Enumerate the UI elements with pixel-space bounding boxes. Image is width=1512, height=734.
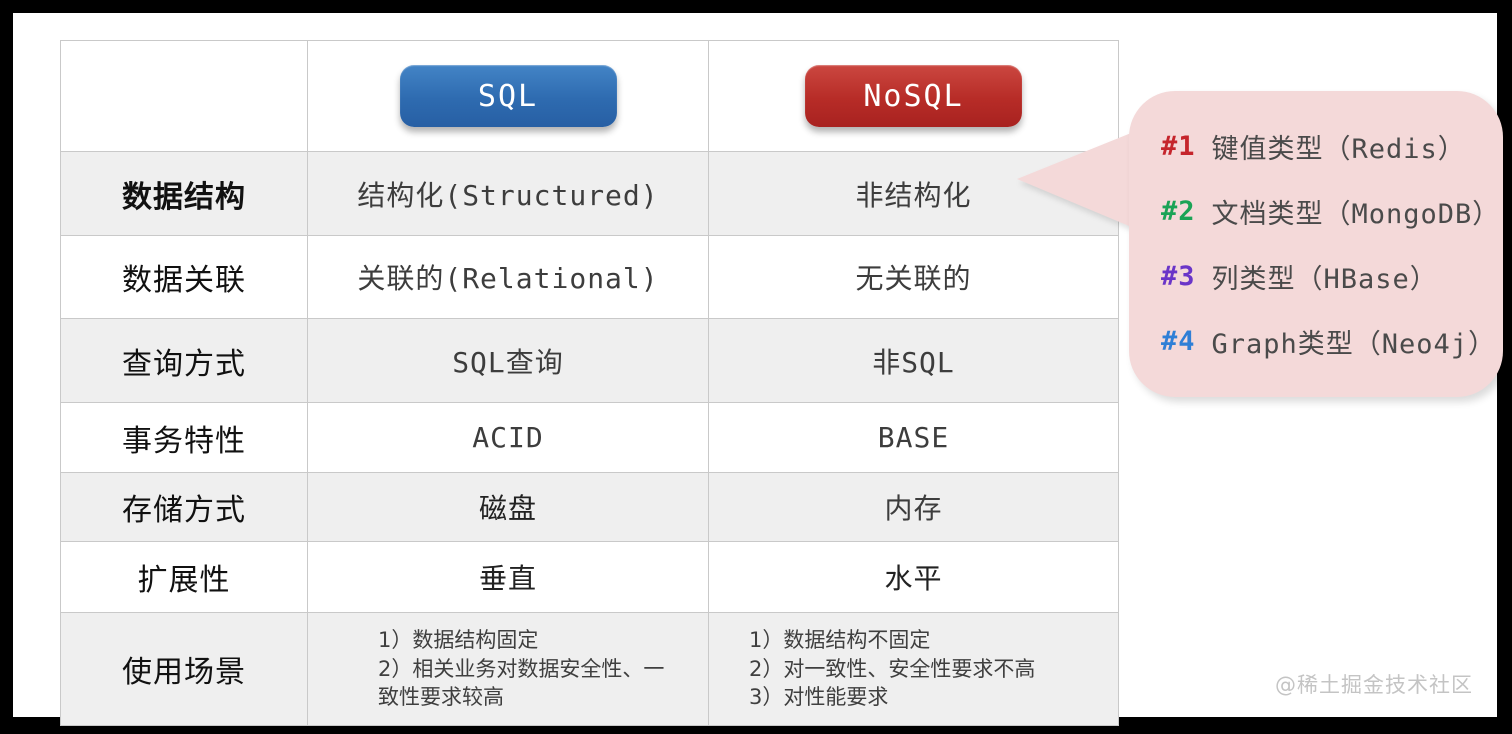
sql-value: 垂直 bbox=[307, 542, 708, 612]
watermark: @稀土掘金技术社区 bbox=[1275, 673, 1473, 697]
callout-tag: #2 bbox=[1161, 196, 1196, 227]
callout-text: 列类型（HBase） bbox=[1211, 264, 1438, 295]
row-label: 扩展性 bbox=[137, 563, 231, 598]
table-row-query-method: 查询方式 SQL查询 非SQL bbox=[61, 318, 1118, 402]
callout-tag: #3 bbox=[1161, 261, 1196, 292]
sql-value: 磁盘 bbox=[307, 473, 708, 541]
table-row-storage: 存储方式 磁盘 内存 bbox=[61, 472, 1118, 541]
row-label: 使用场景 bbox=[122, 655, 246, 690]
header-empty-cell bbox=[61, 41, 307, 151]
sql-pill-label: SQL bbox=[477, 78, 539, 114]
nosql-value: BASE bbox=[708, 403, 1118, 472]
table-row-use-cases: 使用场景 1）数据结构固定 2）相关业务对数据安全性、一致性要求较高 1）数据结… bbox=[61, 612, 1118, 725]
row-label: 查询方式 bbox=[122, 346, 246, 382]
sql-value: 结构化(Structured) bbox=[307, 152, 708, 235]
nosql-value: 无关联的 bbox=[708, 236, 1118, 318]
callout-tag: #4 bbox=[1161, 326, 1196, 357]
table-row-data-relation: 数据关联 关联的(Relational) 无关联的 bbox=[61, 235, 1118, 318]
table-row-data-structure: 数据结构 结构化(Structured) 非结构化 bbox=[61, 151, 1118, 235]
callout-text: 文档类型（MongoDB） bbox=[1211, 199, 1501, 230]
sql-pill: SQL bbox=[399, 65, 617, 127]
content-area: SQL NoSQL 数据结构 结构化(Structured) 非结构化 数据关联… bbox=[13, 13, 1503, 726]
nosql-value: 内存 bbox=[708, 473, 1118, 541]
callout-item-graph: #4 Graph类型（Neo4j） bbox=[1161, 322, 1503, 361]
callout-item-column: #3 列类型（HBase） bbox=[1161, 257, 1503, 296]
row-label: 数据关联 bbox=[122, 263, 246, 298]
callout-text: 键值类型（Redis） bbox=[1211, 134, 1466, 165]
table-row-transaction: 事务特性 ACID BASE bbox=[61, 402, 1118, 472]
callout-tail-pointer bbox=[1017, 129, 1141, 231]
sql-value: ACID bbox=[307, 403, 708, 472]
sql-nosql-comparison-table: SQL NoSQL 数据结构 结构化(Structured) 非结构化 数据关联… bbox=[60, 40, 1119, 726]
table-row-scalability: 扩展性 垂直 水平 bbox=[61, 541, 1118, 612]
sql-value: 关联的(Relational) bbox=[307, 236, 708, 318]
callout-tag: #1 bbox=[1161, 131, 1196, 162]
nosql-value: 非结构化 bbox=[708, 152, 1118, 235]
header-sql-cell: SQL bbox=[307, 41, 708, 151]
table-header-row: SQL NoSQL bbox=[61, 41, 1118, 151]
row-label: 数据结构 bbox=[122, 179, 246, 215]
nosql-value: 非SQL bbox=[708, 319, 1118, 402]
nosql-types-callout: #1 键值类型（Redis） #2 文档类型（MongoDB） #3 列类型（H… bbox=[1129, 91, 1503, 397]
nosql-value: 水平 bbox=[708, 542, 1118, 612]
nosql-value: 1）数据结构不固定 2）对一致性、安全性要求不高 3）对性能要求 bbox=[708, 613, 1118, 725]
sql-value: SQL查询 bbox=[307, 319, 708, 402]
nosql-pill-label: NoSQL bbox=[863, 78, 964, 114]
row-label: 事务特性 bbox=[122, 423, 246, 459]
callout-item-document: #2 文档类型（MongoDB） bbox=[1161, 192, 1503, 231]
nosql-pill: NoSQL bbox=[805, 65, 1022, 127]
callout-item-key-value: #1 键值类型（Redis） bbox=[1161, 127, 1503, 166]
header-nosql-cell: NoSQL bbox=[708, 41, 1118, 151]
sql-value: 1）数据结构固定 2）相关业务对数据安全性、一致性要求较高 bbox=[307, 613, 708, 725]
callout-text: Graph类型（Neo4j） bbox=[1211, 329, 1497, 360]
row-label: 存储方式 bbox=[122, 493, 246, 528]
